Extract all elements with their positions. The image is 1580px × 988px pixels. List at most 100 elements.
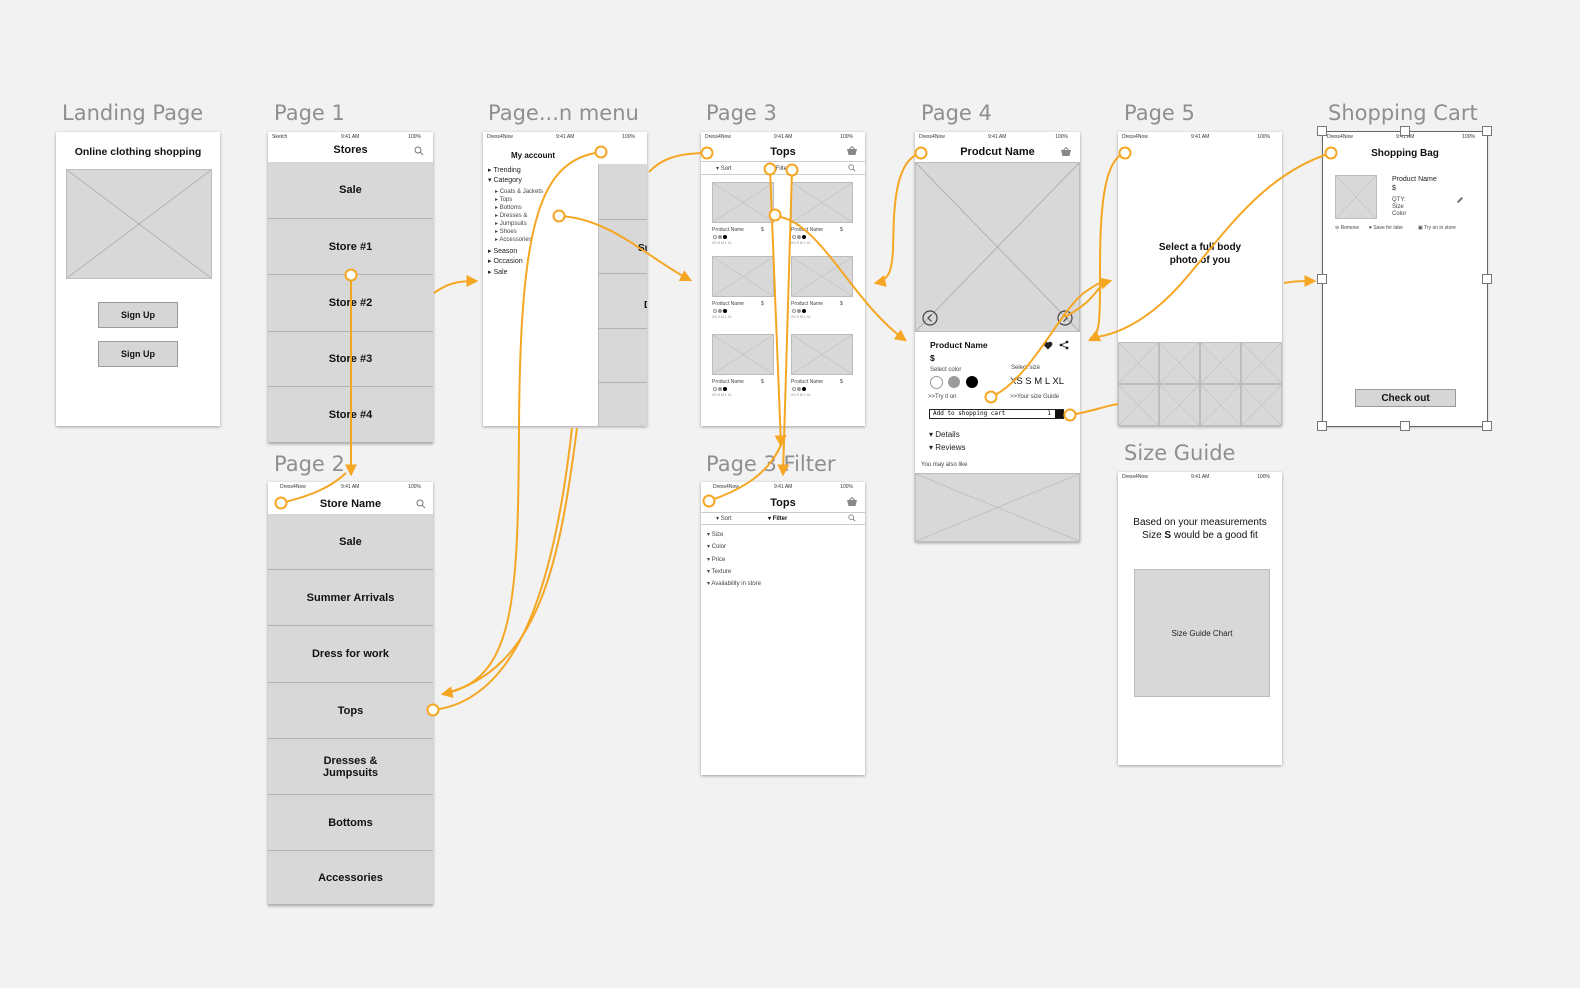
product-thumbnail[interactable] [791,334,853,375]
basket-icon[interactable] [1060,147,1072,157]
search-icon[interactable] [848,164,856,172]
sign-up-button-secondary[interactable]: Sign Up [98,341,178,367]
details-expander[interactable]: ▾ Details [929,430,960,439]
heart-icon[interactable] [1043,341,1053,350]
submenu-item[interactable]: ▸ Jumpsuits [495,221,527,227]
clock-text: 9:41 AM [774,484,793,490]
product-card-price: $ [840,227,843,233]
try-in-store-action[interactable]: ▣ Try on in store [1418,225,1456,231]
search-icon[interactable] [416,499,426,509]
product-thumbnail[interactable] [712,182,774,223]
add-to-cart-label: Add to shopping cart [933,410,1006,417]
store-list-item[interactable]: Sale [268,162,433,219]
carrier-text: Dress4Now [1122,134,1148,140]
category-list-item[interactable]: Accessories [268,851,433,905]
menu-item-season[interactable]: ▸ Season [488,248,518,255]
resize-handle[interactable] [1317,274,1327,284]
resize-handle[interactable] [1482,274,1492,284]
page-title: Prodcut Name [960,146,1035,158]
search-icon[interactable] [414,146,424,156]
filter-option[interactable]: ▾ Color [707,544,727,550]
edit-pencil-icon[interactable] [1456,196,1464,204]
sort-control[interactable]: ▾ Sort [716,516,732,522]
product-thumbnail[interactable] [712,334,774,375]
basket-icon[interactable] [846,146,858,156]
category-list-item[interactable]: Sale [268,514,433,570]
color-swatch-white[interactable] [930,376,943,389]
category-list-item[interactable]: Dress for work [268,626,433,683]
product-card-swatch [797,387,801,391]
sign-up-button[interactable]: Sign Up [98,302,178,328]
resize-handle[interactable] [1317,421,1327,431]
measurement-line1: Based on your measurements [1133,517,1267,528]
select-color-label: Select color [930,367,962,373]
size-guide-link[interactable]: >>Your size Guide [1010,394,1060,400]
sort-control[interactable]: ▾ Sort [716,166,732,172]
checkout-button[interactable]: Check out [1355,389,1456,407]
product-thumbnail[interactable] [791,182,853,223]
photo-thumbnail[interactable] [1159,384,1200,426]
photo-thumbnail[interactable] [1200,342,1241,384]
resize-handle[interactable] [1400,421,1410,431]
my-account-link[interactable]: My account [511,151,556,160]
menu-item-category[interactable]: ▾ Category [488,177,522,184]
color-swatch-gray[interactable] [948,376,960,388]
resize-handle[interactable] [1317,126,1327,136]
category-list-item[interactable]: Tops [268,683,433,739]
store-list-item[interactable]: Store #2 [268,275,433,332]
cart-item-qty[interactable]: QTY: [1392,197,1406,203]
category-list-item[interactable]: Summer Arrivals [268,570,433,626]
product-card-name: Product Name [712,301,744,307]
search-icon[interactable] [848,514,856,522]
photo-thumbnail[interactable] [1118,342,1159,384]
filter-control[interactable]: ▾ Filter [771,166,790,172]
filter-control[interactable]: ▾ Filter [768,516,788,522]
category-list-item[interactable]: Dresses & Jumpsuits [268,739,433,795]
artboard-label-landing: Landing Page [62,101,204,125]
chevron-right-icon[interactable] [1057,310,1073,326]
store-list-item[interactable]: Store #3 [268,332,433,387]
submenu-label: Accessories [499,237,532,243]
color-swatch-black[interactable] [966,376,978,388]
submenu-label: Shoes [499,229,517,235]
menu-item-trending[interactable]: ▸ Trending [488,167,521,174]
photo-thumbnail[interactable] [1241,342,1282,384]
store-list-item[interactable]: Store #4 [268,387,433,443]
menu-item-sale[interactable]: ▸ Sale [488,269,508,276]
resize-handle[interactable] [1482,421,1492,431]
chevron-left-icon[interactable] [922,310,938,326]
submenu-item[interactable]: ▸ Bottoms [495,205,522,211]
battery-text: 100% [622,134,635,140]
submenu-item[interactable]: ▸ Coats & Jackets [495,189,544,195]
resize-handle[interactable] [1482,126,1492,136]
carrier-text: Dress4Now [280,484,306,490]
store-list-item[interactable]: Store #1 [268,219,433,275]
basket-icon[interactable] [846,497,858,507]
submenu-item[interactable]: ▸ Accessories [495,237,532,243]
filter-option[interactable]: ▾ Availability in store [707,581,761,587]
category-list-item[interactable]: Bottoms [268,795,433,851]
reviews-expander[interactable]: ▾ Reviews [929,443,966,452]
submenu-item[interactable]: ▸ Shoes [495,229,517,235]
menu-item-occasion[interactable]: ▸ Occasion [488,258,523,265]
submenu-item[interactable]: ▸ Tops [495,197,513,203]
photo-thumbnail[interactable] [1200,384,1241,426]
save-for-later-action[interactable]: ♥ Save for later [1369,225,1404,231]
filter-option[interactable]: ▾ Size [707,532,724,538]
submenu-label: Jumpsuits [499,221,527,227]
size-options[interactable]: XS S M L XL [1010,376,1065,387]
remove-action[interactable]: ⊖ Remove [1335,225,1360,231]
add-to-cart-button[interactable]: Add to shopping cart 1 [929,409,1064,419]
resize-handle[interactable] [1400,126,1410,136]
sort-label: Sort [720,166,732,172]
photo-thumbnail[interactable] [1159,342,1200,384]
filter-option[interactable]: ▾ Price [707,557,726,563]
try-it-on-link[interactable]: >>Try it on [928,394,957,400]
product-thumbnail[interactable] [712,256,774,297]
filter-option[interactable]: ▾ Texture [707,569,732,575]
photo-thumbnail[interactable] [1241,384,1282,426]
product-thumbnail[interactable] [791,256,853,297]
photo-thumbnail[interactable] [1118,384,1159,426]
submenu-item[interactable]: ▸ Dresses & [495,213,528,219]
share-icon[interactable] [1059,340,1069,350]
